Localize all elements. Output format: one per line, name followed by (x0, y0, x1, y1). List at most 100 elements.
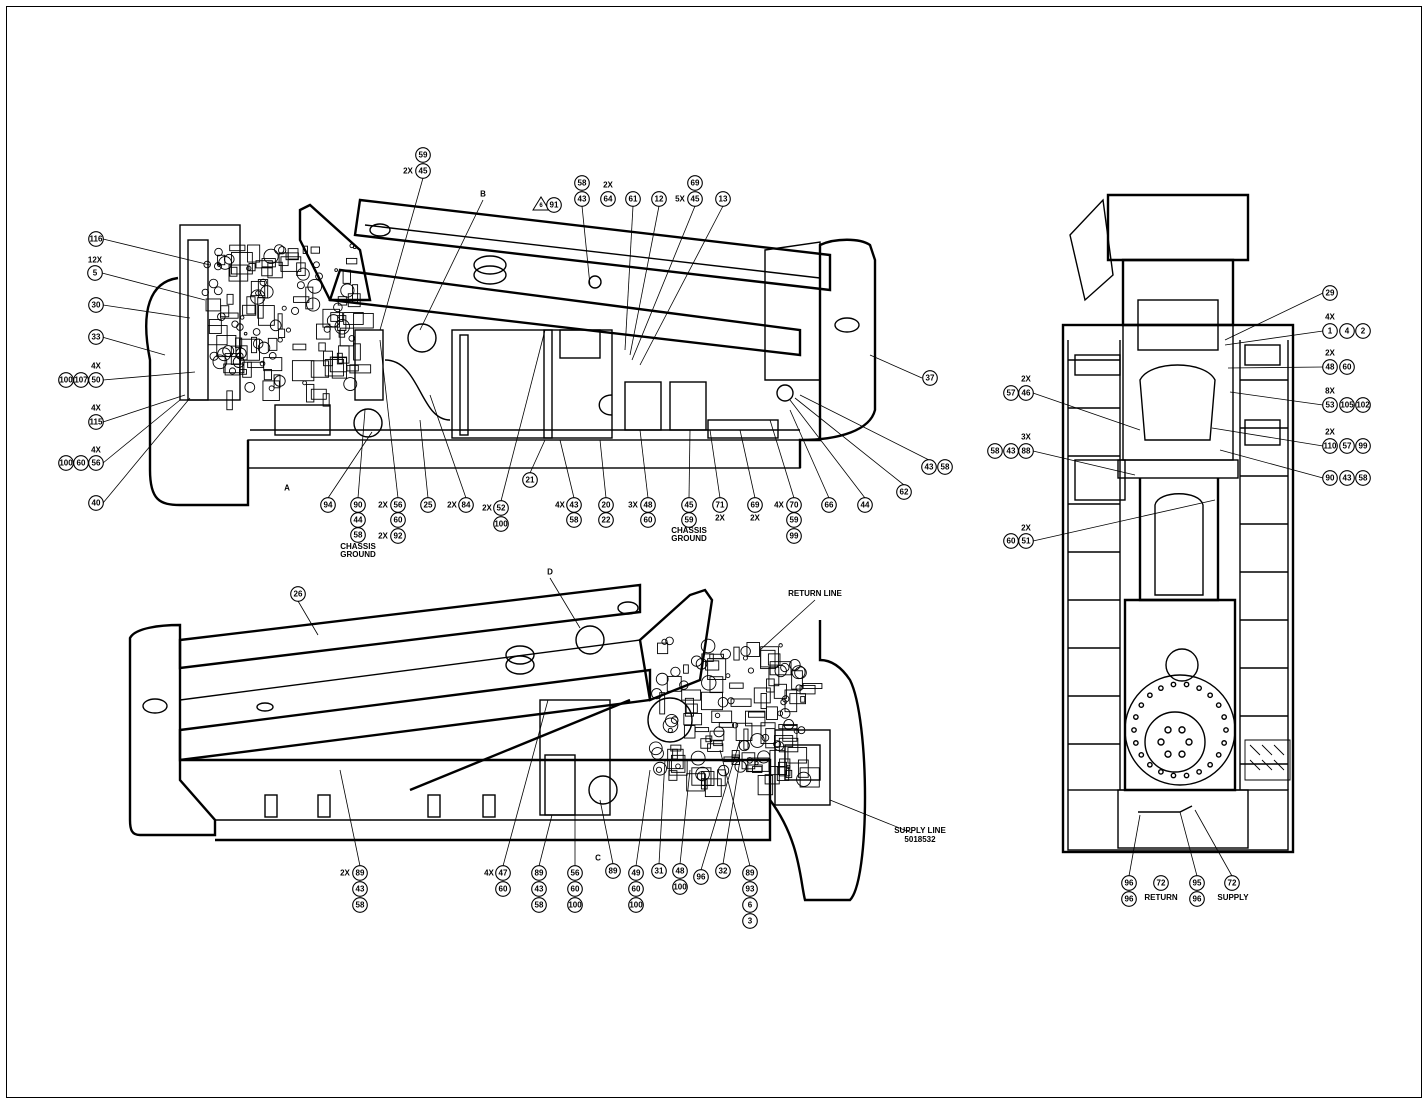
callout-bubble: 89 (742, 865, 758, 881)
svg-text:60: 60 (499, 885, 508, 894)
svg-text:58: 58 (1359, 474, 1368, 483)
quantity-label: 4X (91, 404, 101, 413)
callout-bubble: 96 (693, 869, 709, 885)
svg-text:100: 100 (494, 520, 508, 529)
callout-bubble: 5 (87, 265, 103, 281)
callout-bubble: 71 (712, 497, 728, 513)
callout-bubble: 58 (937, 459, 953, 475)
svg-text:45: 45 (691, 195, 700, 204)
svg-text:20: 20 (602, 501, 611, 510)
callout-bubble: 110 (1322, 438, 1338, 454)
svg-text:5X: 5X (675, 195, 685, 204)
svg-text:64: 64 (604, 195, 613, 204)
drawing-sheet (6, 6, 1422, 1098)
callout-bubble: 58 (352, 897, 368, 913)
callout-bubble: 60 (640, 512, 656, 528)
note-text: CHASSIS (340, 542, 376, 551)
svg-text:89: 89 (356, 869, 365, 878)
svg-text:60: 60 (77, 459, 86, 468)
quantity-label: 2X (403, 167, 413, 176)
svg-text:30: 30 (92, 301, 101, 310)
callout-bubble: 100 (567, 897, 583, 913)
callout-bubble: 31 (651, 863, 667, 879)
callout-bubble: 26 (290, 586, 306, 602)
callout-bubble: 72 (1153, 875, 1169, 891)
callout-bubble: 115 (88, 414, 104, 430)
svg-text:60: 60 (1007, 537, 1016, 546)
callout-bubble: 46 (1018, 385, 1034, 401)
callout-bubble: 32 (715, 863, 731, 879)
svg-text:48: 48 (644, 501, 653, 510)
svg-text:A: A (284, 484, 290, 493)
callout-bubble: 43 (1003, 443, 1019, 459)
quantity-label: 5X (675, 195, 685, 204)
svg-text:2X: 2X (447, 501, 457, 510)
callout-bubble: 66 (821, 497, 837, 513)
callout-bubble: 116 (88, 231, 104, 247)
note-text: SUPPLY LINE (894, 826, 946, 835)
note-text: 5018532 (904, 835, 936, 844)
quantity-label: 2X (378, 532, 388, 541)
svg-text:C: C (595, 854, 601, 863)
svg-text:56: 56 (92, 459, 101, 468)
callout-bubble: 43 (566, 497, 582, 513)
svg-text:2X: 2X (603, 181, 613, 190)
callout-bubble: 20 (598, 497, 614, 513)
svg-text:46: 46 (1022, 389, 1031, 398)
svg-text:100: 100 (673, 883, 687, 892)
callout-bubble: 64 (600, 191, 616, 207)
svg-text:58: 58 (570, 516, 579, 525)
callout-bubble: 13 (715, 191, 731, 207)
quantity-label: 4X (1325, 313, 1335, 322)
svg-text:12: 12 (655, 195, 664, 204)
svg-text:49: 49 (632, 869, 641, 878)
svg-text:53: 53 (1326, 401, 1335, 410)
callout-bubble: 58 (1355, 470, 1371, 486)
svg-text:66: 66 (825, 501, 834, 510)
callout-bubble: 21 (522, 472, 538, 488)
svg-text:48: 48 (1326, 363, 1335, 372)
svg-text:43: 43 (578, 195, 587, 204)
callout-bubble: 43 (531, 881, 547, 897)
callout-bubble: 25 (420, 497, 436, 513)
side-view-bottom (128, 583, 867, 902)
callout-bubble: 56 (390, 497, 406, 513)
callout-bubble: 100 (493, 516, 509, 532)
side-view-top (145, 198, 877, 507)
svg-text:58: 58 (578, 179, 587, 188)
callout-bubble: 94 (320, 497, 336, 513)
callout-bubble: 33 (88, 329, 104, 345)
svg-text:43: 43 (570, 501, 579, 510)
svg-text:69: 69 (751, 501, 760, 510)
note-text: GROUND (340, 550, 376, 559)
svg-text:61: 61 (629, 195, 638, 204)
quantity-label: 2X (447, 501, 457, 510)
svg-text:3X: 3X (1021, 433, 1031, 442)
callout-bubble: 57 (1339, 438, 1355, 454)
svg-text:51: 51 (1022, 537, 1031, 546)
svg-text:6: 6 (748, 901, 753, 910)
callout-bubble: 100 (58, 372, 74, 388)
svg-text:33: 33 (92, 333, 101, 342)
svg-text:57: 57 (1343, 442, 1352, 451)
callout-bubble: 107 (73, 372, 89, 388)
svg-text:45: 45 (419, 167, 428, 176)
svg-text:100: 100 (629, 901, 643, 910)
quantity-label: 4X (91, 446, 101, 455)
callout-bubble: 22 (598, 512, 614, 528)
svg-text:37: 37 (926, 374, 935, 383)
callout-bubble: 61 (625, 191, 641, 207)
svg-text:90: 90 (354, 501, 363, 510)
callout-bubble: 60 (628, 881, 644, 897)
quantity-label: 2X (1325, 428, 1335, 437)
svg-text:43: 43 (1343, 474, 1352, 483)
svg-text:115: 115 (90, 418, 103, 427)
svg-text:102: 102 (1356, 401, 1370, 410)
callout-bubble: 58 (566, 512, 582, 528)
svg-text:59: 59 (419, 151, 428, 160)
callout-bubble: 29 (1322, 285, 1338, 301)
callout-bubble: 89 (605, 863, 621, 879)
callout-bubble: 2 (1355, 323, 1371, 339)
